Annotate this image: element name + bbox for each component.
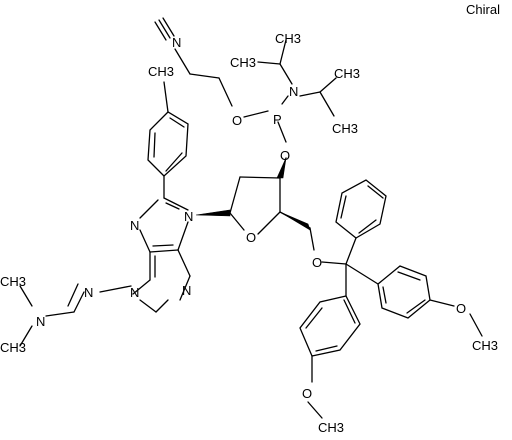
atom-labels: N P N O O CH3 CH3 CH3 CH3 CH3 N N N N O …: [0, 31, 498, 435]
chiral-flag: Chiral: [466, 2, 500, 17]
atom-label-methoxy-2-o: O: [302, 386, 312, 401]
stereo-wedge-c4: [279, 211, 311, 231]
atom-label-o-phosphite-1: O: [232, 113, 242, 128]
atom-label-trityl-o: O: [312, 255, 322, 270]
atom-label-tolyl-ch3: CH3: [148, 64, 174, 79]
atom-label-n9: N: [184, 209, 193, 224]
atom-label-methoxy-2-ch3: CH3: [318, 420, 344, 435]
atom-label-ipr-b-ch3-2: CH3: [332, 121, 358, 136]
atom-label-n1: N: [130, 285, 139, 300]
atom-label-ipr-a-ch3-2: CH3: [230, 55, 256, 70]
atom-label-nme-ch3-1: CH3: [0, 274, 26, 289]
atom-label-n3: N: [182, 283, 191, 298]
atom-label-nme-ch3-2: CH3: [0, 340, 26, 355]
atom-label-methoxy-1-o: O: [456, 301, 466, 316]
atom-label-methoxy-1-ch3: CH3: [472, 338, 498, 353]
atom-label-amine-n: N: [289, 84, 298, 99]
atom-label-o-phosphite-2: O: [280, 148, 290, 163]
atom-label-nitrile-n: N: [172, 35, 181, 50]
atom-label-n7: N: [130, 218, 139, 233]
stereo-wedge-c1: [195, 209, 231, 217]
atom-label-dimethyl-n: N: [36, 314, 45, 329]
atom-label-ipr-b-ch3-1: CH3: [334, 66, 360, 81]
atom-label-ring-o: O: [246, 230, 256, 245]
stereo-wedge-c3: [276, 157, 287, 179]
atom-label-ipr-a-ch3-1: CH3: [275, 31, 301, 46]
bonds: [19, 17, 483, 419]
atom-label-amidine-n: N: [84, 285, 93, 300]
atom-label-p: P: [273, 112, 282, 127]
